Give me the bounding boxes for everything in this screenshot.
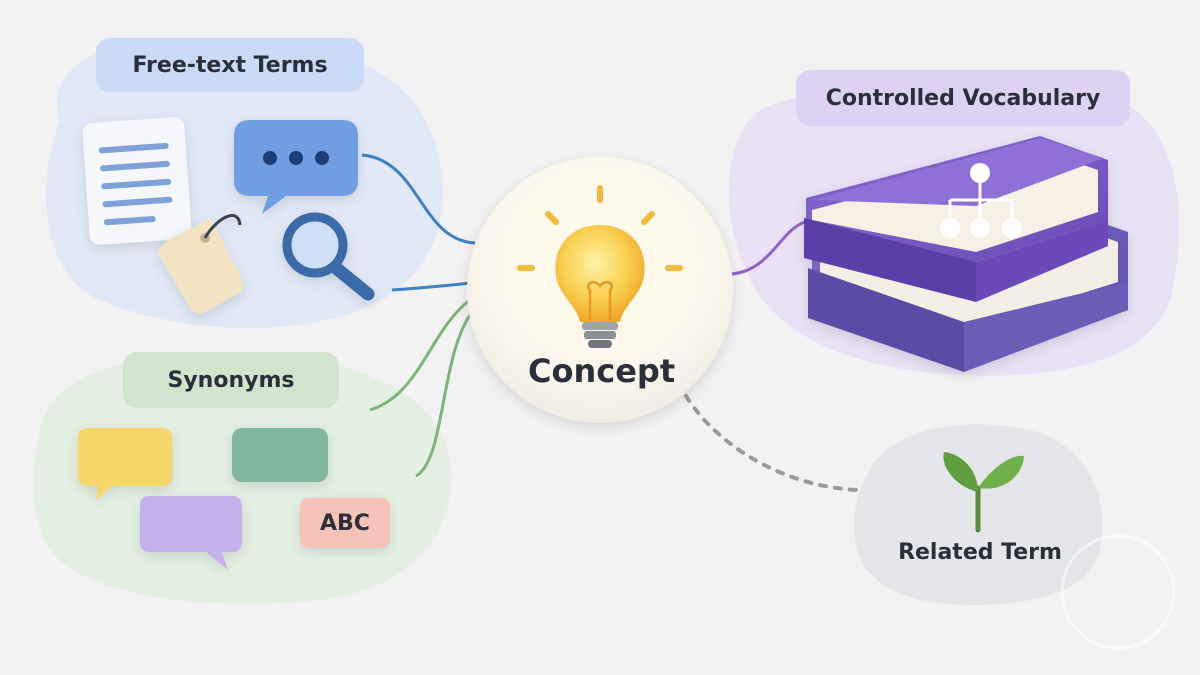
speech-bubble-purple-icon (140, 496, 242, 570)
lightbulb-icon (517, 185, 683, 348)
watermark-seal (1060, 534, 1176, 650)
document-icon (82, 117, 192, 245)
link-chat-to-concept (361, 153, 476, 245)
free-text-terms-label: Free-text Terms (96, 38, 364, 92)
sprout-icon (943, 452, 1024, 533)
abc-card (300, 498, 390, 548)
synonym-card-icon (232, 428, 328, 482)
link-concept-to-related (684, 394, 862, 492)
link-synonyms-to-concept (369, 298, 471, 412)
abc-token-label: ABC (320, 510, 370, 536)
hierarchy-icon (940, 163, 1022, 238)
link-concept-to-controlled (729, 220, 806, 276)
link-search-to-concept (391, 281, 471, 292)
controlled-vocabulary-label: Controlled Vocabulary (796, 70, 1130, 126)
concept-label: Concept (528, 352, 676, 390)
speech-bubble-icon (78, 428, 172, 500)
related-term-label: Related Term (898, 540, 1062, 565)
tag-icon (157, 214, 244, 314)
link-synonyms-lower-to-concept (415, 314, 472, 478)
chat-bubble-icon (234, 120, 358, 214)
magnifier-icon (282, 212, 375, 301)
synonyms-label: Synonyms (123, 352, 339, 408)
